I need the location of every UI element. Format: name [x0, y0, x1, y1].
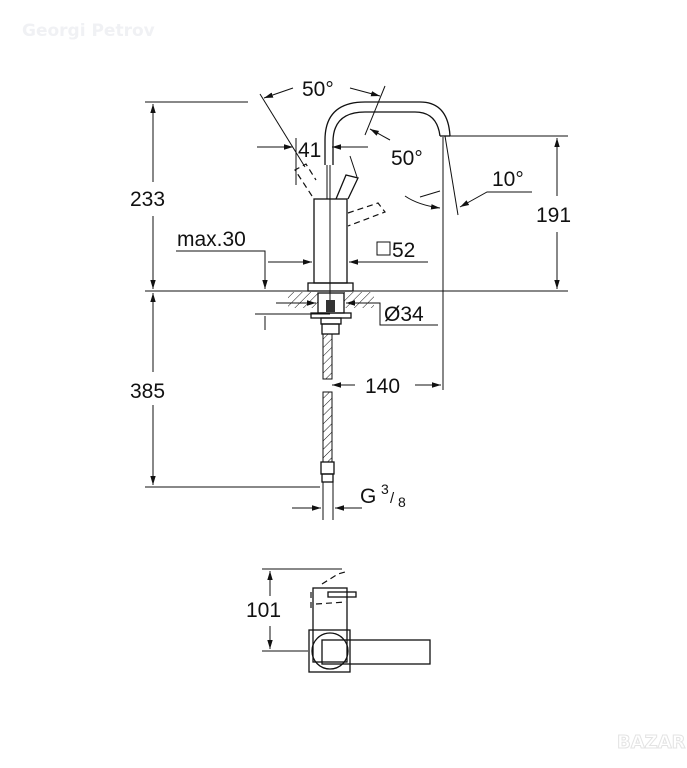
- dimension-lever-angle-top: 50°: [259, 78, 386, 168]
- logo: BAZAR: [617, 732, 686, 753]
- dimension-34: Ø34: [384, 303, 424, 326]
- reference-lines: [145, 101, 568, 488]
- dimension-body-square: 52: [268, 239, 428, 265]
- dimension-52: 52: [392, 239, 415, 262]
- dimension-handle-offset: 41: [257, 138, 368, 185]
- dimension-385: 385: [130, 380, 165, 403]
- connection-fraction-numerator: 3: [381, 481, 389, 497]
- dimension-140: 140: [365, 375, 400, 398]
- watermark: Georgi Petrov: [22, 21, 155, 41]
- side-view: 101: [246, 568, 431, 673]
- dimension-spout-angle: 10°: [444, 135, 532, 216]
- dimension-spout-height: 191: [536, 138, 571, 289]
- dimension-50-side: 50°: [391, 147, 423, 170]
- dimension-233: 233: [130, 188, 165, 211]
- dimension-101: 101: [246, 599, 281, 622]
- dimension-10: 10°: [492, 168, 524, 191]
- dimension-below-counter: 385: [130, 293, 165, 485]
- connection-thread: G: [360, 485, 376, 508]
- dimension-max-30: max.30: [177, 228, 246, 251]
- dimension-spout-reach: 140: [332, 375, 441, 398]
- dimension-total-height: 233: [130, 104, 165, 289]
- svg-text:/: /: [390, 490, 395, 507]
- dimension-50-top: 50°: [302, 78, 334, 101]
- dimension-lever-angle-side: 50°: [369, 128, 441, 210]
- dimension-191: 191: [536, 204, 571, 227]
- connection-fraction-denominator: 8: [398, 494, 406, 510]
- dimension-max-thickness: max.30: [176, 228, 330, 330]
- dimension-hole-diameter: Ø34: [276, 300, 438, 326]
- dimension-connection: G 3 / 8: [292, 481, 406, 511]
- faucet-body: [294, 101, 451, 300]
- dimension-41: 41: [298, 139, 321, 162]
